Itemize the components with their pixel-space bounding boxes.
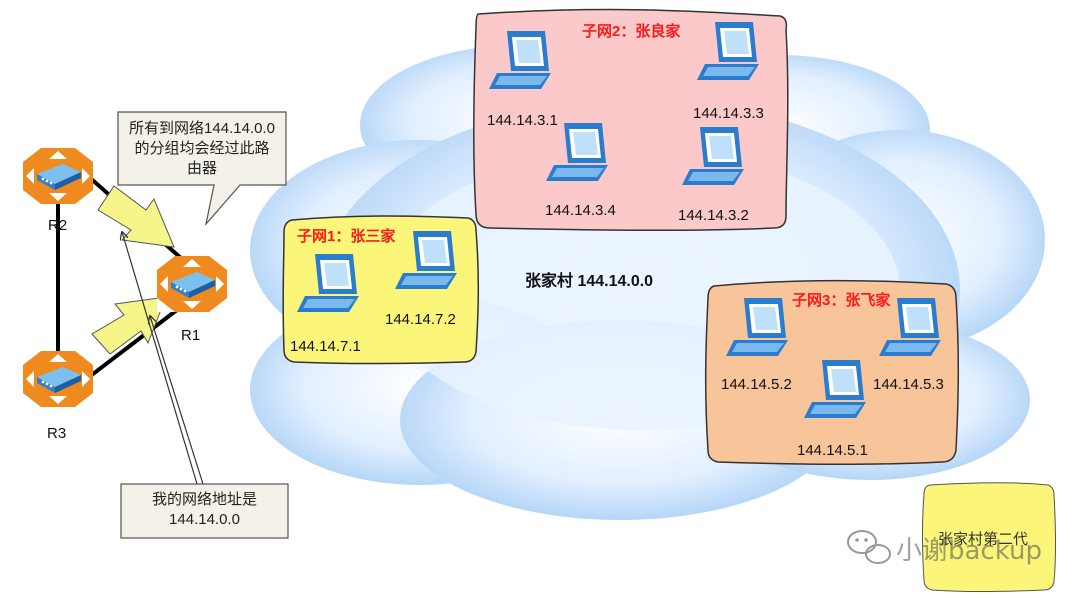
wechat-icon <box>847 530 891 564</box>
village-label: 张家村 144.14.0.0 <box>525 271 653 290</box>
arrow-icon <box>91 296 167 355</box>
router-label-r2: R2 <box>48 217 67 234</box>
bottom-callout-text: 我的网络地址是 144.14.0.0 <box>121 490 288 530</box>
router-label-r1: R1 <box>181 327 200 344</box>
callout-line: 所有到网络144.14.0.0 <box>129 120 275 137</box>
top-callout-text: 所有到网络144.14.0.0 的分组均会经过此路 由器 <box>118 119 286 179</box>
callout-line: 的分组均会经过此路 <box>134 140 270 157</box>
host-label: 144.14.3.1 <box>487 112 558 129</box>
bottom-callout-box <box>120 483 289 539</box>
host-label: 144.14.5.1 <box>797 442 868 459</box>
subnet-3-title: 子网3：张飞家 <box>792 291 890 309</box>
top-callout-box <box>117 111 287 227</box>
router-icon <box>23 351 93 407</box>
pointer-line <box>122 232 198 485</box>
subnet-2-title: 子网2：张良家 <box>582 22 680 40</box>
subnet-1-title: 子网1：张三家 <box>297 227 395 245</box>
host-label: 144.14.5.3 <box>873 376 944 393</box>
arrow-icon <box>97 185 175 248</box>
host-label: 144.14.5.2 <box>721 376 792 393</box>
host-label: 144.14.3.4 <box>545 202 616 219</box>
callout-line: 我的网络地址是 <box>151 491 257 508</box>
host-label: 144.14.7.2 <box>385 311 456 328</box>
host-label: 144.14.3.3 <box>693 105 764 122</box>
callout-line: 由器 <box>186 160 217 177</box>
note-box <box>922 482 1056 592</box>
host-label: 144.14.7.1 <box>290 338 361 355</box>
watermark-text: 小谢backup <box>896 536 1042 566</box>
router-icon <box>157 256 227 312</box>
host-label: 144.14.3.2 <box>678 207 749 224</box>
pointer-line <box>150 316 204 485</box>
note-text: 张家村第二代 <box>938 531 1029 548</box>
router-icon <box>23 148 93 204</box>
router-label-r3: R3 <box>47 425 66 442</box>
callout-line: 144.14.0.0 <box>169 511 240 528</box>
